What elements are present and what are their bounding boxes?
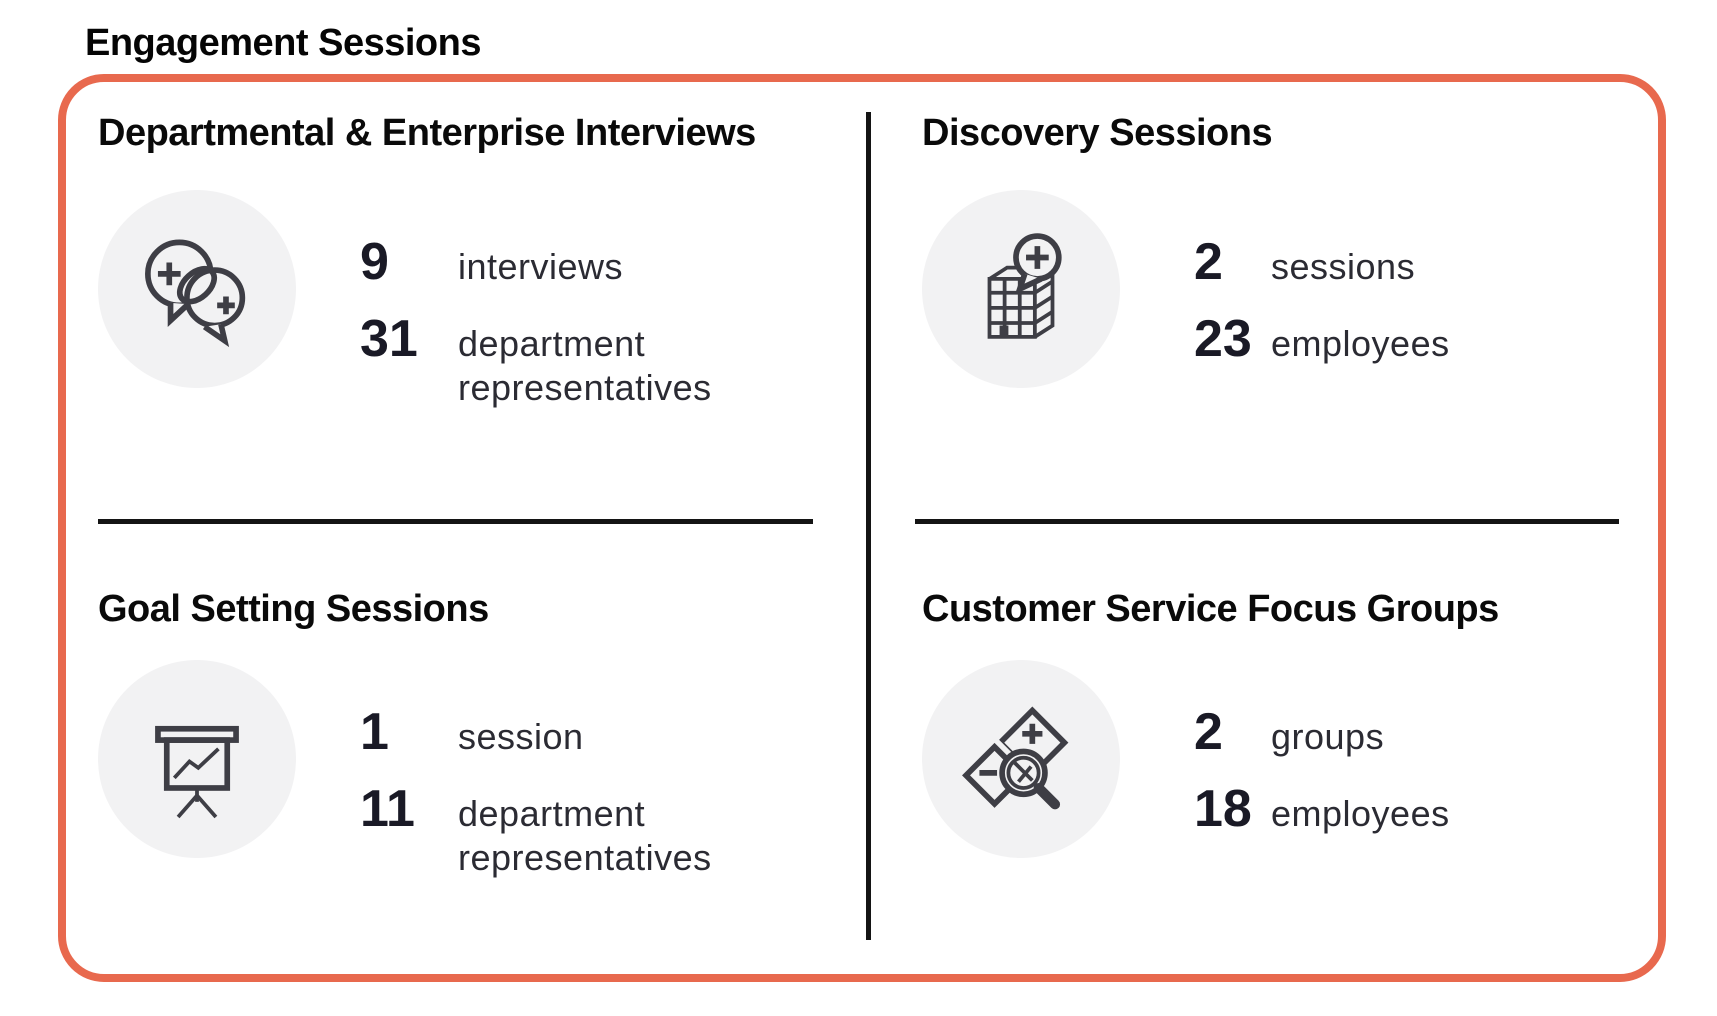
quadrant-departmental-enterprise-interviews: Departmental & Enterprise Interviews xyxy=(98,112,813,409)
vertical-divider xyxy=(866,112,871,940)
focus-group-compare-magnifier-icon xyxy=(922,659,1120,858)
stat-row: 1 session xyxy=(360,706,768,759)
horizontal-divider-left xyxy=(98,519,813,524)
speech-bubbles-plus-icon xyxy=(98,189,296,388)
stats-list: 1 session 11 department representatives xyxy=(360,706,768,880)
quadrant-goal-setting-sessions: Goal Setting Sessions 1 session 11 xyxy=(98,588,813,879)
stats-list: 2 groups 18 employees xyxy=(1194,706,1450,836)
quadrant-heading: Customer Service Focus Groups xyxy=(922,588,1499,630)
stat-row: 31 department representatives xyxy=(360,313,768,410)
stat-label: session xyxy=(458,715,584,757)
stat-label: interviews xyxy=(458,245,624,287)
building-discovery-bubble-icon xyxy=(922,189,1120,388)
quadrant-heading: Goal Setting Sessions xyxy=(98,588,489,630)
quadrant-discovery-sessions: Discovery Sessions xyxy=(922,112,1622,388)
stat-value: 18 xyxy=(1194,779,1252,838)
quadrant-heading: Departmental & Enterprise Interviews xyxy=(98,112,756,154)
stat-row: 9 interviews xyxy=(360,236,768,289)
stat-value: 23 xyxy=(1194,309,1252,368)
stat-value: 31 xyxy=(360,309,418,368)
stats-list: 9 interviews 31 department representativ… xyxy=(360,236,768,410)
quadrant-customer-service-focus-groups: Customer Service Focus Groups 2 xyxy=(922,588,1622,858)
stat-label: groups xyxy=(1271,715,1385,757)
stat-value: 1 xyxy=(360,702,389,761)
presentation-chart-easel-icon xyxy=(98,659,296,858)
stat-value: 2 xyxy=(1194,232,1223,291)
page-title: Engagement Sessions xyxy=(85,22,481,64)
horizontal-divider-right xyxy=(915,519,1619,524)
stat-label: employees xyxy=(1271,322,1450,364)
stat-row: 23 employees xyxy=(1194,313,1450,366)
stat-label: department representatives xyxy=(458,322,712,408)
stats-list: 2 sessions 23 employees xyxy=(1194,236,1450,366)
stat-label: department representatives xyxy=(458,792,712,878)
stat-value: 2 xyxy=(1194,702,1223,761)
stat-value: 9 xyxy=(360,232,389,291)
stat-label: employees xyxy=(1271,792,1450,834)
stat-label: sessions xyxy=(1271,245,1416,287)
stat-row: 11 department representatives xyxy=(360,783,768,880)
stat-row: 2 groups xyxy=(1194,706,1450,759)
accent-frame xyxy=(58,74,1666,982)
quadrant-heading: Discovery Sessions xyxy=(922,112,1273,154)
stat-row: 18 employees xyxy=(1194,783,1450,836)
stat-value: 11 xyxy=(360,779,415,838)
stat-row: 2 sessions xyxy=(1194,236,1450,289)
